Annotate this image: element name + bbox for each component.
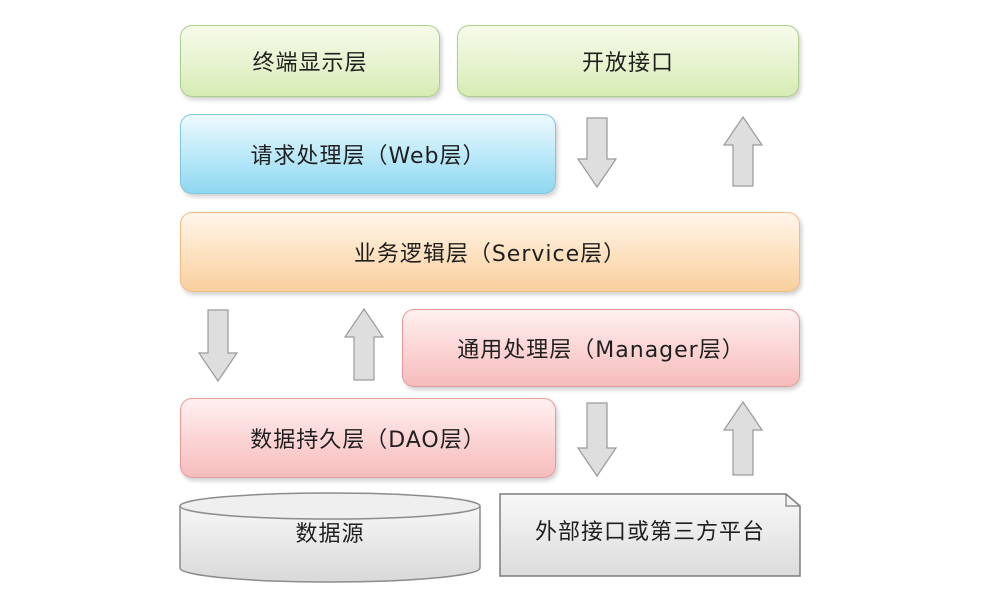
dao-layer: 数据持久层（DAO层） [180, 398, 556, 478]
terminal-display-layer: 终端显示层 [180, 25, 440, 97]
manager-layer: 通用处理层（Manager层） [402, 309, 800, 387]
datasource-label: 数据源 [295, 522, 365, 547]
arrow-up-service-to-openapi [722, 115, 764, 187]
arrow-down-manager-to-external [576, 402, 618, 478]
arrow-down-service-to-dao [197, 309, 239, 383]
arrow-up-dao-to-service [343, 307, 385, 381]
web-layer-label: 请求处理层（Web层） [250, 144, 486, 169]
service-layer: 业务逻辑层（Service层） [180, 212, 800, 292]
datasource-cylinder [179, 492, 481, 583]
service-layer-label: 业务逻辑层（Service层） [353, 242, 627, 267]
manager-layer-label: 通用处理层（Manager层） [457, 338, 745, 363]
terminal-display-layer-label: 终端显示层 [252, 51, 368, 76]
arrow-down-openapi-to-service [576, 117, 618, 189]
arrow-up-external-to-manager [722, 400, 764, 476]
external-interface-box [499, 493, 801, 577]
dao-layer-label: 数据持久层（DAO层） [250, 428, 486, 453]
open-api-layer: 开放接口 [457, 25, 799, 97]
open-api-layer-label: 开放接口 [581, 51, 674, 76]
web-layer: 请求处理层（Web层） [180, 114, 556, 194]
external-interface-label: 外部接口或第三方平台 [534, 520, 765, 545]
